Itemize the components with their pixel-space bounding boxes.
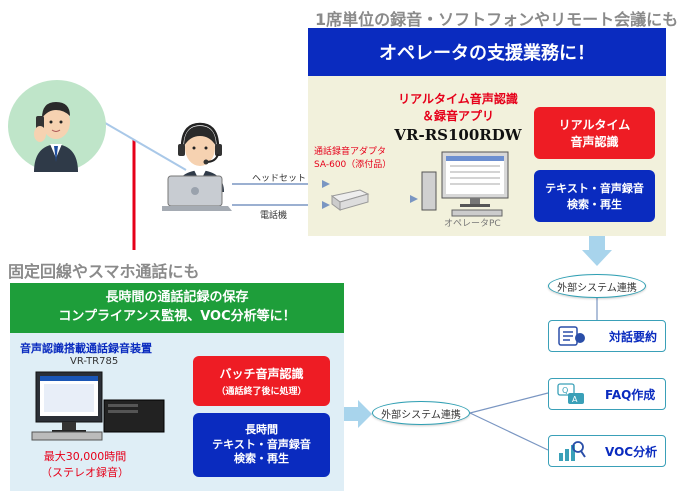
summary-output: 対話要約 bbox=[548, 320, 666, 352]
external-link-top: 外部システム連携 bbox=[548, 274, 646, 298]
operator-pc-icon bbox=[421, 151, 509, 217]
text-search-box: テキスト・音声録音 検索・再生 bbox=[534, 170, 655, 222]
summary-icon bbox=[558, 326, 585, 346]
long-text-line2: テキスト・音声録音 bbox=[212, 437, 311, 451]
right-arrow-bottom bbox=[344, 400, 372, 428]
device-title: 音声認識搭載通話録音装置 bbox=[20, 342, 152, 355]
app-title-line1: リアルタイム音声認識 bbox=[398, 92, 518, 106]
down-arrow-top bbox=[582, 236, 612, 266]
realtime-recognition-box: リアルタイム 音声認識 bbox=[534, 107, 655, 159]
voc-label: VOC分析 bbox=[605, 444, 658, 459]
phone-label: 電話機 bbox=[260, 211, 288, 221]
adapter-label-line2: SA-600（添付品） bbox=[314, 160, 392, 170]
operator-banner-text: オペレータの支援業務に！ bbox=[379, 43, 595, 64]
device-capacity-line1: 最大30,000時間 bbox=[43, 450, 127, 463]
recorder-device-icon bbox=[31, 371, 165, 441]
long-text-search-box: 長時間 テキスト・音声録音 検索・再生 bbox=[193, 413, 330, 477]
long-text-line3: 検索・再生 bbox=[234, 452, 289, 466]
green-banner-line2: コンプライアンス監視、VOC分析等に！ bbox=[58, 309, 296, 324]
svg-text:A: A bbox=[572, 395, 578, 404]
operator-banner: オペレータの支援業務に！ bbox=[308, 28, 666, 76]
realtime-recognition-line2: 音声認識 bbox=[570, 135, 619, 149]
svg-text:Q: Q bbox=[562, 386, 568, 395]
external-link-bottom-label: 外部システム連携 bbox=[381, 409, 461, 421]
app-model: VR-RS100RDW bbox=[394, 126, 522, 144]
batch-recognition-box: バッチ音声認識 （通話終了後に処理） bbox=[193, 356, 330, 406]
text-search-line1: テキスト・音声録音 bbox=[545, 182, 644, 195]
device-capacity-line2: （ステレオ録音） bbox=[41, 466, 129, 479]
faq-icon: Q A bbox=[557, 383, 584, 404]
faq-label: FAQ作成 bbox=[605, 387, 656, 402]
customer-on-phone-icon bbox=[34, 102, 78, 172]
green-banner-line1: 長時間の通話記録の保存 bbox=[105, 290, 249, 306]
summary-label: 対話要約 bbox=[609, 329, 658, 344]
long-text-line1: 長時間 bbox=[245, 422, 278, 436]
adapter-label: 通話録音アダプタ SA-600（添付品） bbox=[314, 144, 392, 170]
headset-label: ヘッドセット bbox=[252, 174, 307, 184]
realtime-recognition-line1: リアルタイム bbox=[558, 118, 631, 132]
faq-output: Q A FAQ作成 bbox=[548, 378, 666, 410]
operator-with-headset-icon bbox=[162, 122, 232, 211]
device-capacity: 最大30,000時間 （ステレオ録音） bbox=[30, 448, 140, 480]
external-link-top-label: 外部システム連携 bbox=[557, 282, 637, 294]
left-heading: 固定回線やスマホ通話にも bbox=[8, 262, 200, 281]
operator-pc-label: オペレータPC bbox=[444, 219, 501, 229]
external-link-bottom: 外部システム連携 bbox=[372, 401, 470, 425]
app-title-line2: ＆録音アプリ bbox=[421, 109, 494, 123]
text-search-line2: 検索・再生 bbox=[567, 198, 622, 211]
green-banner: 長時間の通話記録の保存 コンプライアンス監視、VOC分析等に！ bbox=[10, 283, 344, 333]
voc-analysis-icon bbox=[559, 441, 586, 461]
batch-recognition-line1: バッチ音声認識 bbox=[219, 367, 304, 381]
adapter-label-line1: 通話録音アダプタ bbox=[314, 147, 387, 157]
device-model: VR-TR785 bbox=[70, 356, 119, 367]
top-heading: 1席単位の録音・ソフトフォンやリモート会議にも bbox=[315, 10, 679, 29]
adapter-device-icon bbox=[330, 189, 370, 211]
batch-recognition-line2: （通話終了後に処理） bbox=[216, 387, 307, 397]
voc-output: VOC分析 bbox=[548, 435, 666, 467]
app-title: リアルタイム音声認識 ＆録音アプリ VR-RS100RDW bbox=[378, 90, 538, 144]
